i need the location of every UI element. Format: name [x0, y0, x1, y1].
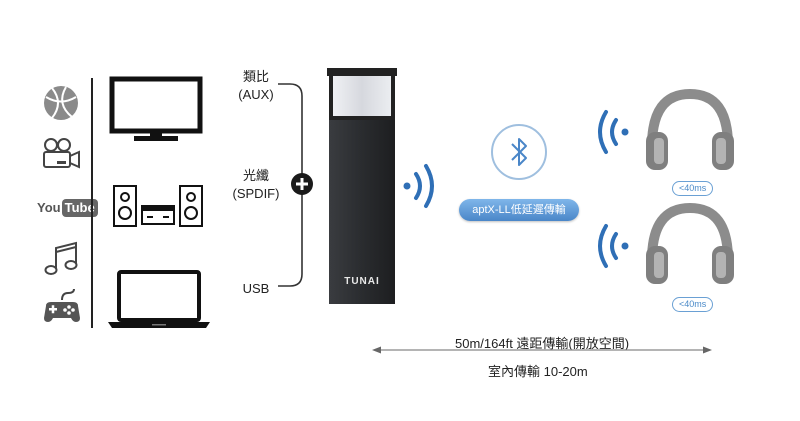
tv-icon — [109, 76, 203, 141]
plus-icon — [291, 173, 313, 195]
headphone-icon-2 — [646, 202, 734, 284]
signal-waves-to-headphone-1 — [598, 110, 629, 154]
latency-badge-1: <40ms — [672, 181, 714, 196]
spdif-label: 光纖 (SPDIF) — [221, 167, 291, 203]
usb-label: USB — [242, 281, 270, 296]
bluetooth-icon — [491, 124, 547, 180]
latency-badge-2: <40ms — [672, 297, 714, 312]
stereo-system-icon — [113, 185, 203, 227]
range-arrow — [372, 346, 712, 354]
youtube-logo-tube: Tube — [61, 199, 98, 217]
basketball-icon — [44, 86, 78, 120]
source-divider — [91, 78, 93, 328]
aux-label-type: (AUX) — [238, 87, 274, 102]
aux-label: 類比 (AUX) — [221, 68, 291, 104]
tunai-transmitter: TUNAI — [325, 66, 399, 306]
game-controller-icon — [44, 288, 80, 322]
music-note-icon — [44, 241, 78, 275]
spdif-label-type: (SPDIF) — [232, 186, 280, 201]
video-camera-icon — [43, 138, 80, 169]
laptop-icon — [108, 270, 210, 328]
range-indoor-text: 室內傳輸 10-20m — [488, 364, 588, 379]
signal-waves-to-headphone-2 — [598, 224, 629, 268]
youtube-logo-you: You — [37, 200, 61, 215]
spdif-label-name: 光纖 — [242, 168, 269, 183]
tunai-logo: TUNAI — [344, 276, 380, 287]
range-long-text: 50m/164ft 遠距傳輸(開放空間) — [455, 336, 630, 351]
aux-label-name: 類比 — [242, 69, 269, 84]
aptx-ll-badge: aptX-LL低延遲傳輸 — [459, 199, 579, 221]
wireless-signal-icon — [403, 164, 434, 208]
headphone-icon-1 — [646, 88, 734, 170]
transmitter-body — [327, 68, 397, 304]
